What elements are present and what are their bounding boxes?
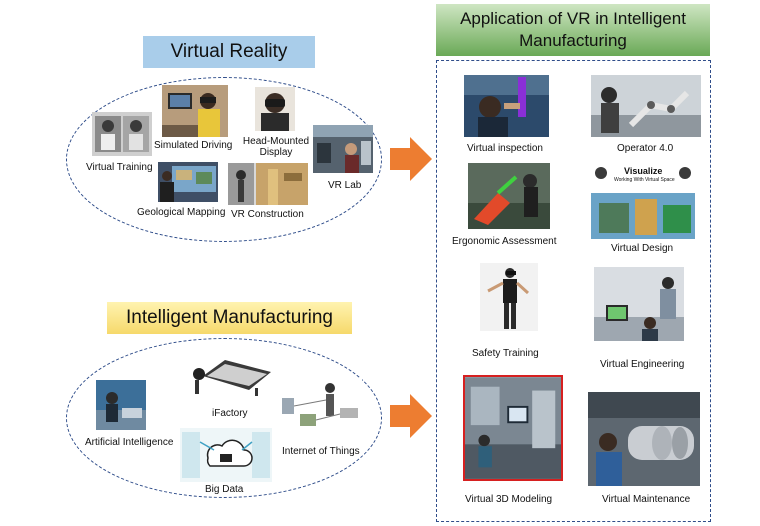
head-mounted-display-photo [255,87,295,131]
safety-training-photo [480,263,538,331]
app-title: Application of VR in Intelligent Manufac… [460,9,686,50]
vr-title: Virtual Reality [170,41,288,62]
ifactory-photo [185,354,275,398]
arrow-vr-to-app [390,135,434,183]
label-simulated-driving: Simulated Driving [154,140,233,151]
geological-mapping-photo [158,162,218,202]
label-vr-construction: VR Construction [231,209,304,220]
big-data-photo [180,428,272,482]
vr-ellipse [66,77,382,242]
arrow-im-to-app [390,392,434,440]
label-artificial-intelligence: Artificial Intelligence [85,437,174,448]
label-virtual-design: Virtual Design [611,243,674,254]
ergonomic-assessment-photo [468,163,550,229]
virtual-inspection-photo [464,75,549,137]
label-ergonomic-assessment: Ergonomic Assessment [452,236,557,247]
design-caption-title: Visualize [624,166,663,176]
internet-of-things-photo [278,378,362,438]
label-ifactory: iFactory [212,408,248,419]
label-big-data: Big Data [205,484,244,495]
virtual-engineering-photo [594,267,684,341]
label-geological-mapping: Geological Mapping [137,207,226,218]
app-title-banner: Application of VR in Intelligent Manufac… [436,4,710,56]
artificial-intelligence-photo [96,380,146,430]
im-ellipse [66,338,382,498]
label-vr-lab: VR Lab [328,180,362,191]
label-virtual-inspection: Virtual inspection [467,143,543,154]
im-title: Intelligent Manufacturing [125,307,333,328]
vr-construction-photo [228,163,308,205]
label-head-mounted-display: Head-Mounted Display [242,136,310,158]
virtual-design-photo [591,163,695,239]
im-title-banner: Intelligent Manufacturing [107,302,352,334]
label-safety-training: Safety Training [472,348,539,359]
vr-lab-photo [313,125,373,173]
design-caption-subtitle: Working With Virtual Space [614,177,675,183]
virtual-3d-modeling-photo [463,375,563,481]
virtual-maintenance-photo [588,392,700,486]
label-virtual-maintenance: Virtual Maintenance [602,494,691,505]
virtual-training-photo [92,112,152,156]
operator-photo [591,75,701,137]
simulated-driving-photo [162,85,228,137]
label-virtual-engineering: Virtual Engineering [600,359,685,370]
vr-title-banner: Virtual Reality [143,36,315,68]
label-virtual-3d-modeling: Virtual 3D Modeling [465,494,553,505]
label-virtual-training: Virtual Training [86,162,153,173]
label-internet-of-things: Internet of Things [282,446,360,457]
head-mounted-display-text: Head-Mounted Display [242,136,310,158]
app-dashed-box [436,60,711,522]
label-operator: Operator 4.0 [617,143,674,154]
